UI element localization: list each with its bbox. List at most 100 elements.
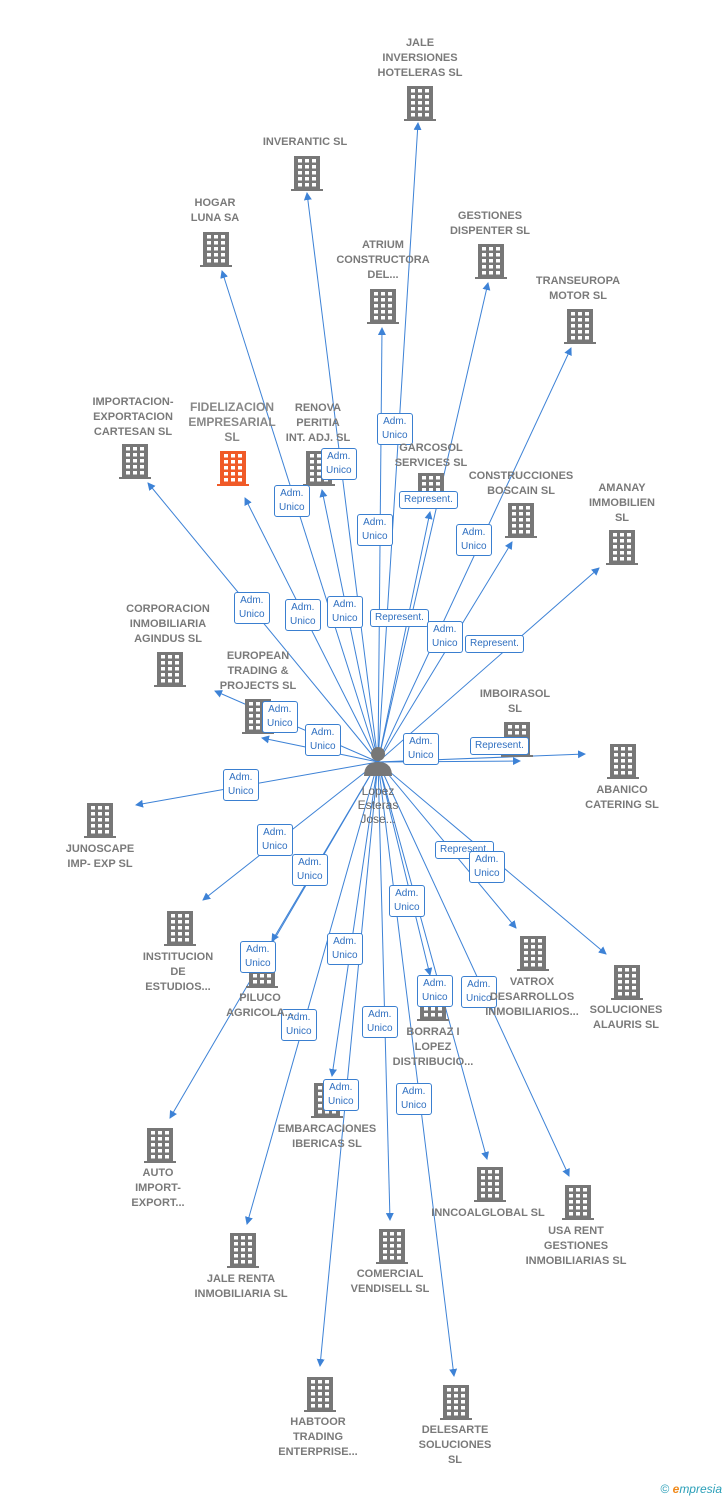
company-label-inncoal[interactable]: INNCOALGLOBAL SL <box>431 1207 545 1219</box>
building-icon[interactable] <box>607 744 639 779</box>
building-icon[interactable] <box>227 1233 259 1268</box>
copyright-icon: © <box>660 1482 670 1496</box>
edge-imboirasol <box>377 757 521 766</box>
edge-label-construcciones[interactable]: Adm. Unico <box>427 621 463 653</box>
company-label-imboirasol[interactable]: IMBOIRASOL SL <box>479 688 551 715</box>
edge-label-borraz[interactable]: Adm. Unico <box>389 885 425 917</box>
building-icon[interactable] <box>144 1128 176 1163</box>
edge-label-abanico[interactable]: Represent. <box>470 737 529 755</box>
building-icon[interactable] <box>606 530 638 565</box>
edge-label-transeuropa[interactable]: Adm. Unico <box>456 524 492 556</box>
edge-label-comercial[interactable]: Adm. Unico <box>362 1006 398 1038</box>
edge-embarcaciones <box>329 761 379 1077</box>
edge-label-importacion[interactable]: Adm. Unico <box>234 592 270 624</box>
edge-label-jale_renta[interactable]: Adm. Unico <box>281 1009 317 1041</box>
company-label-garcosol[interactable]: GARCOSOL SERVICES SL <box>394 442 468 469</box>
edge-borraz <box>377 761 433 976</box>
company-label-amanay[interactable]: AMANAY IMMOBILIEN SL <box>589 482 655 524</box>
building-icon[interactable] <box>474 1167 506 1202</box>
edge-label-corporacion[interactable]: Adm. Unico <box>262 701 298 733</box>
company-label-construcciones[interactable]: CONSTRUCCIONES BOSCAIN SL <box>468 470 574 497</box>
edge-comercial <box>377 761 394 1221</box>
company-label-soluciones[interactable]: SOLUCIONES ALAURIS SL <box>589 1004 663 1031</box>
edge-label-usarent[interactable]: Adm. Unico <box>461 976 497 1008</box>
building-icon[interactable] <box>84 803 116 838</box>
edge-label-garcosol[interactable]: Represent. <box>370 609 429 627</box>
company-label-delesarte[interactable]: DELESARTE SOLUCIONES SL <box>418 1424 492 1466</box>
edge-label-junoscape[interactable]: Adm. Unico <box>223 769 259 801</box>
company-label-jale_inv[interactable]: JALE INVERSIONES HOTELERAS SL <box>377 37 463 79</box>
company-label-piluco[interactable]: PILUCO AGRICOLA... <box>226 992 294 1019</box>
company-label-gestiones[interactable]: GESTIONES DISPENTER SL <box>449 210 531 237</box>
company-label-atrium[interactable]: ATRIUM CONSTRUCTORA DEL... <box>336 239 430 281</box>
edge-gestiones <box>377 282 491 763</box>
edge-label-inncoal[interactable]: Adm. Unico <box>417 975 453 1007</box>
edge-label-imboirasol[interactable]: Adm. Unico <box>403 733 439 765</box>
company-label-comercial[interactable]: COMERCIAL VENDISELL SL <box>350 1268 430 1295</box>
edge-label-piluco[interactable]: Adm. Unico <box>292 854 328 886</box>
building-icon[interactable] <box>517 936 549 971</box>
edge-label-institucion[interactable]: Adm. Unico <box>257 824 293 856</box>
building-icon[interactable] <box>611 965 643 1000</box>
company-label-european[interactable]: EUROPEAN TRADING & PROJECTS SL <box>219 650 297 692</box>
edge-garcosol <box>377 511 433 763</box>
company-label-abanico[interactable]: ABANICO CATERING SL <box>585 784 659 811</box>
edge-label-renova[interactable]: Adm. Unico <box>327 596 363 628</box>
company-label-jale_renta[interactable]: JALE RENTA INMOBILIARIA SL <box>194 1273 288 1300</box>
building-icon[interactable] <box>562 1185 594 1220</box>
building-icon[interactable] <box>505 503 537 538</box>
company-label-institucion[interactable]: INSTITUCION DE ESTUDIOS... <box>142 951 214 993</box>
company-label-inverantic[interactable]: INVERANTIC SL <box>262 136 348 148</box>
edge-delesarte <box>377 761 458 1377</box>
brand-footer: © empresia <box>660 1482 722 1496</box>
building-icon[interactable] <box>291 156 323 191</box>
edge-label-habtoor[interactable]: Adm. Unico <box>323 1079 359 1111</box>
building-icon[interactable] <box>376 1229 408 1264</box>
edge-label-fidelizacion[interactable]: Adm. Unico <box>285 599 321 631</box>
company-label-importacion[interactable]: IMPORTACION- EXPORTACION CARTESAN SL <box>92 396 174 438</box>
building-icon[interactable] <box>367 289 399 324</box>
edge-label-soluciones[interactable]: Adm. Unico <box>469 851 505 883</box>
company-label-embarcaciones[interactable]: EMBARCACIONES IBERICAS SL <box>277 1123 377 1150</box>
company-label-usarent[interactable]: USA RENT GESTIONES INMOBILIARIAS SL <box>525 1225 627 1267</box>
company-label-auto[interactable]: AUTO IMPORT- EXPORT... <box>131 1167 185 1209</box>
person-label[interactable]: Lopez Esteras Jose... <box>357 784 399 826</box>
edge-auto <box>169 761 379 1119</box>
edge-label-gestiones[interactable]: Represent. <box>399 491 458 509</box>
edge-label-jale_inv[interactable]: Adm. Unico <box>377 413 413 445</box>
edge-inncoal <box>377 761 490 1160</box>
building-icon[interactable] <box>304 1377 336 1412</box>
company-label-transeuropa[interactable]: TRANSEUROPA MOTOR SL <box>535 275 621 302</box>
building-icon[interactable] <box>475 244 507 279</box>
company-label-fidelizacion[interactable]: FIDELIZACION EMPRESARIAL SL <box>188 400 276 444</box>
edge-label-embarcaciones[interactable]: Adm. Unico <box>327 933 363 965</box>
edge-habtoor <box>316 761 379 1367</box>
edge-label-hogar[interactable]: Adm. Unico <box>274 485 310 517</box>
company-label-vatrox[interactable]: VATROX DESARROLLOS INMOBILIARIOS... <box>485 976 579 1018</box>
edge-label-delesarte[interactable]: Adm. Unico <box>396 1083 432 1115</box>
edge-amanay <box>377 567 600 763</box>
building-icon[interactable] <box>217 451 249 486</box>
brand-logo-e: e <box>672 1482 680 1496</box>
building-icon[interactable] <box>564 309 596 344</box>
building-icon[interactable] <box>440 1385 472 1420</box>
company-label-renova[interactable]: RENOVA PERITIA INT. ADJ. SL <box>285 402 351 444</box>
edge-label-auto[interactable]: Adm. Unico <box>240 941 276 973</box>
edge-label-amanay[interactable]: Represent. <box>465 635 524 653</box>
company-label-habtoor[interactable]: HABTOOR TRADING ENTERPRISE... <box>278 1416 358 1458</box>
company-label-hogar[interactable]: HOGAR LUNA SA <box>190 197 240 224</box>
company-label-junoscape[interactable]: JUNOSCAPE IMP- EXP SL <box>65 843 135 870</box>
edge-label-atrium[interactable]: Adm. Unico <box>357 514 393 546</box>
edge-label-european[interactable]: Adm. Unico <box>305 724 341 756</box>
person-icon[interactable] <box>364 747 392 776</box>
edge-usarent <box>377 761 570 1177</box>
building-icon[interactable] <box>154 652 186 687</box>
building-icon[interactable] <box>164 911 196 946</box>
building-icon[interactable] <box>200 232 232 267</box>
edge-jale_renta <box>245 761 379 1225</box>
company-label-corporacion[interactable]: CORPORACION INMOBILIARIA AGINDUS SL <box>126 603 210 645</box>
building-icon[interactable] <box>404 86 436 121</box>
edge-label-inverantic[interactable]: Adm. Unico <box>321 448 357 480</box>
building-icon[interactable] <box>119 444 151 479</box>
company-label-borraz[interactable]: BORRAZ I LOPEZ DISTRIBUCIO... <box>392 1026 474 1068</box>
